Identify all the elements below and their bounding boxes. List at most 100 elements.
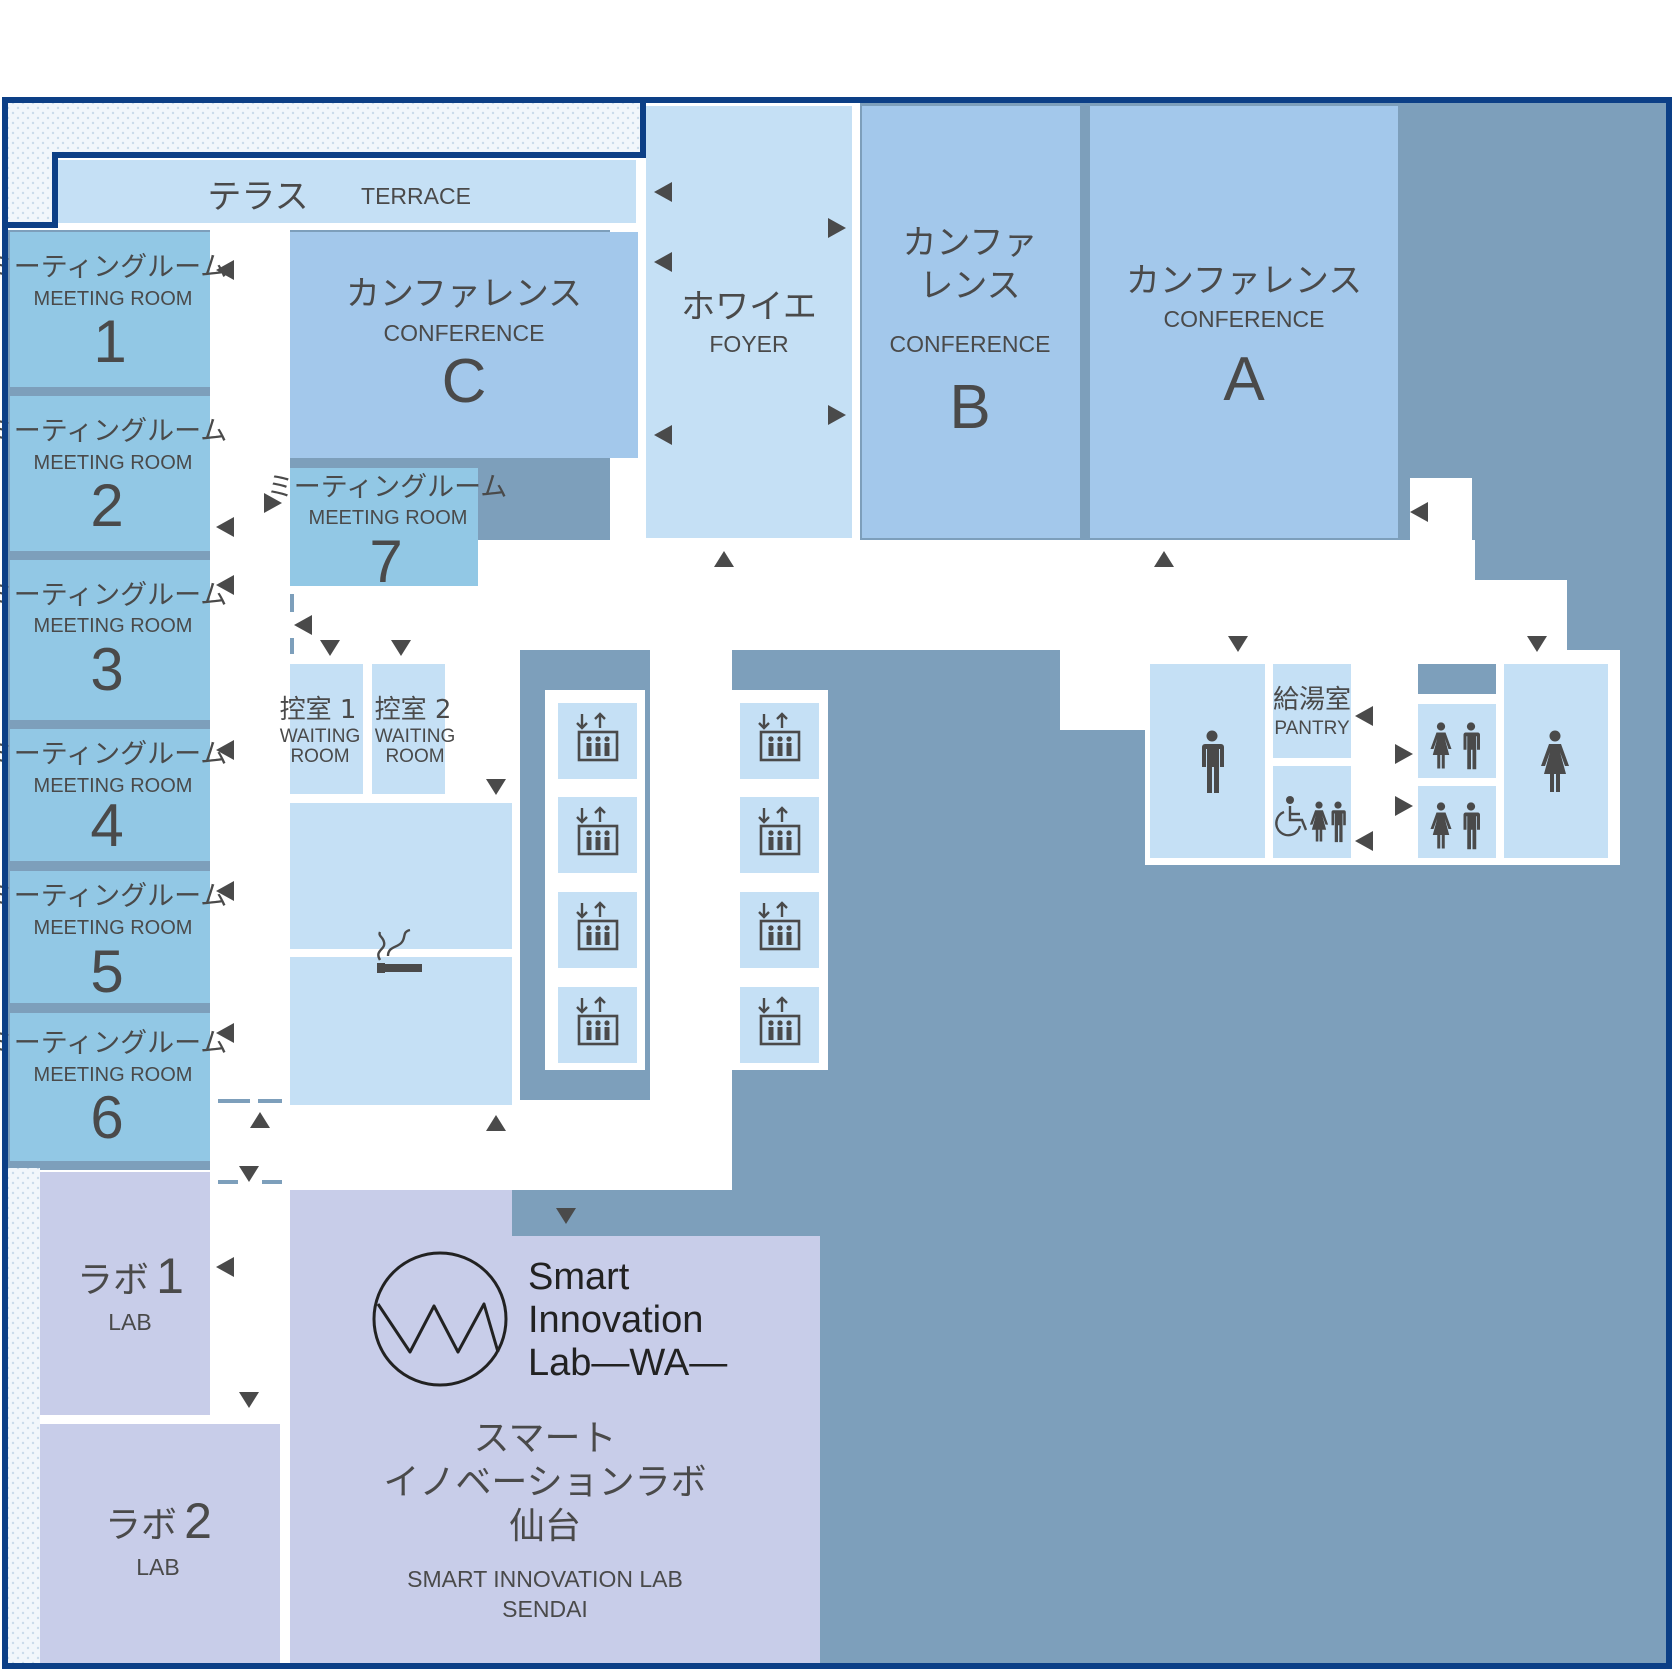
entrance-arrow-icon: [216, 1257, 234, 1277]
lab-1-number: 1: [156, 1248, 184, 1304]
elevator-bank-left: [558, 703, 637, 1063]
meeting-room-4-label-en: MEETING ROOM: [34, 775, 193, 797]
smart-innovation-lab[interactable]: [290, 1190, 820, 1664]
pantry-structure: [1418, 664, 1496, 694]
pantry-label-en: PANTRY: [1274, 718, 1350, 739]
lab-1[interactable]: [40, 1172, 210, 1415]
conference-c-letter: C: [442, 347, 487, 416]
waiting-room-2[interactable]: [372, 664, 445, 794]
conference-a-label-en: CONFERENCE: [1163, 306, 1324, 332]
entrance-arrow-icon: [320, 640, 340, 656]
foyer-label-jp: ホワイエ: [681, 287, 817, 327]
entrance-arrow-icon: [264, 493, 282, 513]
entrance-arrow-icon: [239, 1392, 259, 1408]
exterior-area: [8, 103, 643, 1663]
meeting-room-2-number: 2: [90, 472, 123, 539]
terrace-label-en: TERRACE: [361, 183, 471, 209]
elevator-bank-right: [740, 703, 819, 1063]
smart-lab-label-jp-2: イノベーションラボ: [383, 1462, 706, 1503]
conference-c-label-en: CONFERENCE: [383, 320, 544, 346]
meeting-room-7[interactable]: [290, 468, 478, 586]
conference-b-letter: B: [949, 373, 990, 442]
waiting-room-2-label-jp: 控室 2: [375, 695, 452, 725]
terrace-area: [58, 160, 636, 223]
foyer-label-en: FOYER: [709, 331, 788, 357]
smart-lab-label-jp-1: スマート: [474, 1418, 617, 1459]
meeting-room-3-number: 3: [90, 636, 123, 703]
entrance-arrow-icon: [391, 640, 411, 656]
conference-c-label-jp: カンファレンス: [346, 274, 582, 314]
entrance-arrow-icon: [828, 218, 846, 238]
entrance-arrow-icon: [1527, 636, 1547, 652]
door-marks: [218, 594, 294, 1184]
meeting-room-7-label-jp: ミーティングルーム: [267, 472, 508, 503]
conference-b-label-jp-2: レンス: [919, 266, 1020, 306]
lab-2-label-jp: ラボ: [105, 1505, 177, 1546]
meeting-room-1-label-jp: ミーティングルーム: [0, 252, 227, 283]
entrance-arrow-icon: [216, 260, 234, 280]
entrance-arrow-icon: [1395, 796, 1413, 816]
entrance-arrow-icon: [216, 575, 234, 595]
smart-lab-label-en-1: SMART INNOVATION LAB: [407, 1566, 683, 1592]
meeting-room-3[interactable]: [10, 560, 210, 720]
meeting-room-7-number: 7: [369, 528, 402, 595]
entrance-arrow-icon: [1355, 706, 1373, 726]
conference-a-letter: A: [1223, 345, 1265, 414]
waiting-room-1[interactable]: [290, 664, 363, 794]
conference-b[interactable]: [862, 106, 1080, 538]
wa-logo: [372, 1251, 508, 1387]
meeting-room-3-label-en: MEETING ROOM: [34, 615, 193, 637]
meeting-room-1-label-en: MEETING ROOM: [34, 288, 193, 310]
conference-a[interactable]: [1090, 106, 1398, 538]
waiting-room-1-label-en-2: ROOM: [290, 746, 349, 767]
smart-lab-label-en-2: SENDAI: [502, 1596, 588, 1622]
conference-c[interactable]: [290, 232, 638, 458]
waiting-room-2-label-en-2: ROOM: [385, 746, 444, 767]
entrance-arrow-icon: [486, 779, 506, 795]
entrance-arrow-icon: [1355, 831, 1373, 851]
entrance-arrow-icon: [239, 1166, 259, 1182]
meeting-room-6-label-en: MEETING ROOM: [34, 1064, 193, 1086]
smart-lab-logo-line-1: Smart: [528, 1256, 630, 1298]
meeting-room-3-label-jp: ミーティングルーム: [0, 580, 227, 611]
meeting-room-4-label-jp: ミーティングルーム: [0, 739, 227, 770]
conference-a-label-jp: カンファレンス: [1126, 261, 1362, 301]
lab-1-label-jp: ラボ: [77, 1260, 149, 1301]
lab-2-label-en: LAB: [136, 1554, 179, 1580]
terrace-outline: [5, 100, 646, 228]
entrance-arrow-icon: [654, 182, 672, 202]
meeting-room-6[interactable]: [10, 1013, 210, 1161]
entrance-arrow-icon: [250, 1112, 270, 1128]
entrance-arrow-icon: [828, 405, 846, 425]
meeting-room-5[interactable]: [10, 871, 210, 1003]
meeting-room-6-label-jp: ミーティングルーム: [0, 1028, 227, 1059]
meeting-room-6-number: 6: [90, 1084, 123, 1151]
meeting-room-2-label-en: MEETING ROOM: [34, 452, 193, 474]
meeting-room-1-number: 1: [93, 308, 126, 375]
pantry: [1273, 664, 1351, 758]
entrance-arrow-icon: [1228, 636, 1248, 652]
smoking-room-upper: [290, 803, 512, 949]
entrance-arrow-icon: [294, 615, 312, 635]
terrace-label-jp: テラス: [207, 177, 308, 217]
waiting-room-2-label-en-1: WAITING: [375, 726, 456, 747]
entrance-arrow-icon: [654, 425, 672, 445]
meeting-room-2[interactable]: [10, 396, 210, 551]
entrance-arrow-icon: [216, 740, 234, 760]
lab-2[interactable]: [40, 1424, 280, 1664]
entrance-arrow-icon: [216, 881, 234, 901]
meeting-room-4[interactable]: [10, 729, 210, 861]
family-restroom-2: [1418, 786, 1496, 858]
conference-b-label-en: CONFERENCE: [889, 331, 1050, 357]
meeting-rooms: ミーティングルーム MEETING ROOM 1 ミーティングルーム MEETI…: [0, 232, 227, 1161]
entrance-arrow-icon: [1395, 744, 1413, 764]
meeting-room-2-label-jp: ミーティングルーム: [0, 416, 227, 447]
waiting-room-1-label-en-1: WAITING: [280, 726, 361, 747]
meeting-room-7-label-en: MEETING ROOM: [309, 507, 468, 529]
building-outline: [2, 97, 1672, 1669]
entrance-arrow-icon: [1410, 502, 1428, 522]
entrance-arrows: [216, 182, 1547, 1408]
meeting-room-5-label-en: MEETING ROOM: [34, 917, 193, 939]
meeting-room-1[interactable]: [10, 232, 210, 387]
